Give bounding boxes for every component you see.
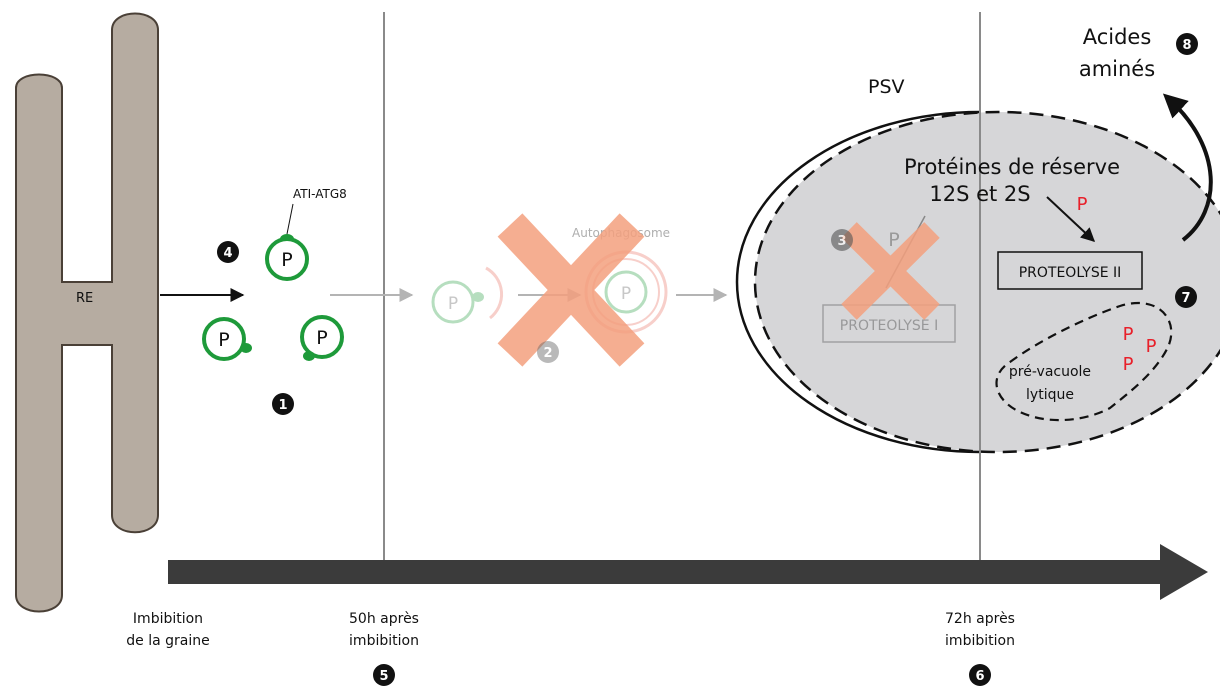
- amino-acids-label-line1: Acides: [1083, 25, 1152, 49]
- ati-atg8-label: ATI-ATG8: [293, 187, 347, 201]
- proteolyse-1-box: PROTEOLYSE I: [822, 304, 956, 343]
- svg-text:4: 4: [223, 246, 232, 261]
- svg-text:5: 5: [379, 669, 388, 684]
- autophagy-blocked-cross: [497, 213, 645, 367]
- prevacuole-protein-3: P: [1123, 354, 1134, 375]
- psv-vacuole: [753, 110, 1220, 454]
- vesicle-top-protein: P: [281, 249, 292, 271]
- proteolyse-2-box: [997, 251, 1143, 290]
- prevacuole-label-line2: lytique: [1026, 387, 1074, 403]
- timeline-t1-line2: imbibition: [349, 633, 419, 649]
- timeline-t0-line2: de la graine: [126, 633, 209, 649]
- endoplasmic-reticulum: [15, 12, 159, 613]
- vesicle-left: P: [202, 317, 252, 361]
- storage-proteins-label-line1: Protéines de réserve: [904, 155, 1120, 179]
- prevacuole-label-line1: pré-vacuole: [1009, 364, 1091, 380]
- amino-acids-arrow: [1162, 93, 1213, 242]
- marker-1: 1: [272, 393, 294, 415]
- svg-text:2: 2: [543, 346, 552, 361]
- faded-vesicle-protein: P: [448, 294, 458, 314]
- er-label: RE: [76, 291, 93, 306]
- prevacuole-protein-1: P: [1123, 324, 1134, 345]
- svg-text:6: 6: [975, 669, 984, 684]
- marker-4: 4: [217, 241, 239, 263]
- marker-3: 3: [831, 229, 853, 251]
- timeline-t2-line1: 72h après: [945, 611, 1015, 627]
- psv-left-solid-edge: [735, 110, 981, 454]
- psv-label: PSV: [868, 76, 905, 98]
- proteolyse-2-arrow: [1046, 196, 1096, 242]
- faded-vesicle: P: [431, 266, 504, 324]
- svg-text:1: 1: [278, 398, 287, 413]
- vesicle-top: P: [265, 203, 309, 281]
- proteolyse-1-label: PROTEOLYSE I: [840, 318, 938, 334]
- svg-text:7: 7: [1181, 291, 1190, 306]
- proteolyse-2-label: PROTEOLYSE II: [1019, 265, 1122, 281]
- vesicle-right-protein: P: [316, 327, 327, 349]
- marker-7: 7: [1175, 286, 1197, 308]
- proteolyse-2-protein: P: [1077, 194, 1088, 215]
- timeline-arrow: [168, 544, 1208, 600]
- faded-autophagosome-protein: P: [621, 284, 631, 304]
- vesicle-left-protein: P: [218, 329, 229, 351]
- marker-6: 6: [969, 664, 991, 686]
- marker-5: 5: [373, 664, 395, 686]
- lytic-prevacuole: [995, 301, 1173, 422]
- timeline-t1-line1: 50h après: [349, 611, 419, 627]
- amino-acids-label-line2: aminés: [1079, 57, 1155, 81]
- timeline-t0-line1: Imbibition: [133, 611, 203, 627]
- timeline-t2-line2: imbibition: [945, 633, 1015, 649]
- proteolyse-1-cross: [841, 222, 940, 320]
- proteolyse-1-protein: P: [888, 229, 899, 251]
- svg-text:8: 8: [1182, 38, 1191, 53]
- prevacuole-protein-2: P: [1146, 336, 1157, 357]
- vesicle-right: P: [300, 315, 344, 361]
- svg-text:3: 3: [837, 234, 846, 249]
- storage-proteins-label-line2: 12S et 2S: [929, 182, 1030, 206]
- marker-8: 8: [1176, 33, 1198, 55]
- marker-2: 2: [537, 341, 559, 363]
